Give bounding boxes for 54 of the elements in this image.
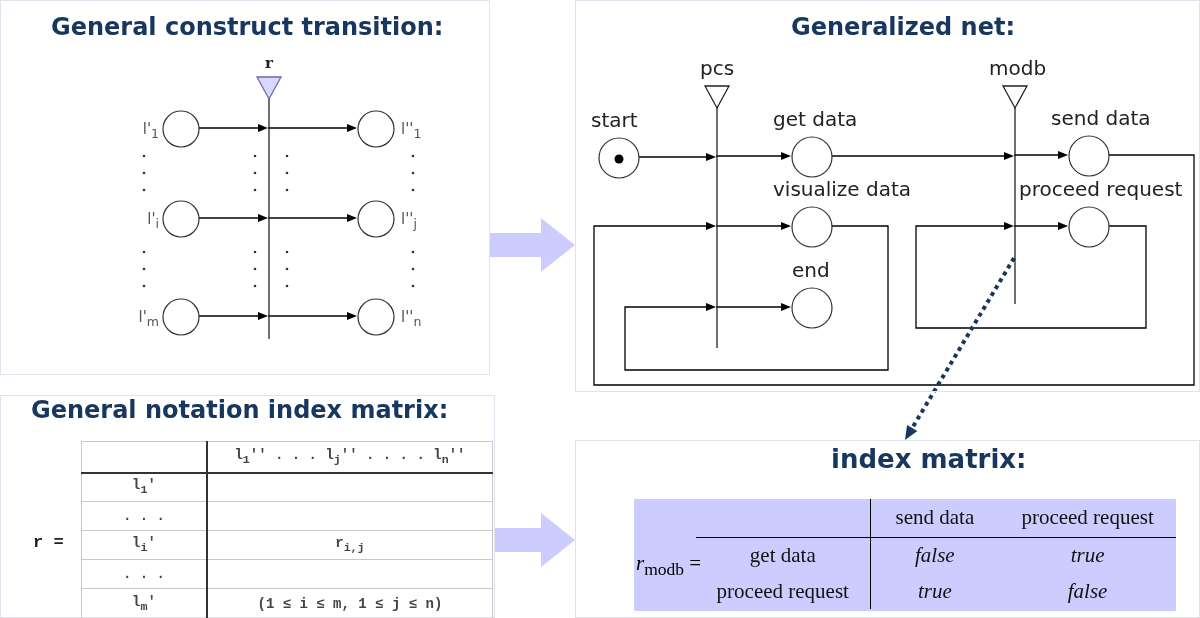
matrix-entry: false bbox=[915, 542, 955, 567]
diagram-panel bbox=[0, 395, 495, 618]
arrow bbox=[267, 312, 357, 320]
diagram-panel bbox=[0, 0, 490, 375]
arrow bbox=[715, 222, 791, 230]
place-label: end bbox=[792, 258, 830, 282]
arrow bbox=[915, 222, 1147, 329]
column-header: l$_{1}$'' . . . l$_{j}$'' . . . . l$_{n}$'' bbox=[234, 446, 466, 463]
matrix-entry: true bbox=[917, 578, 952, 603]
place-label: proceed request bbox=[1019, 177, 1183, 201]
matrix-entry: (1 ≤ i ≤ m, 1 ≤ j ≤ n) bbox=[257, 596, 443, 612]
arrow bbox=[1013, 151, 1068, 159]
place-label: l''$_{j}$ bbox=[401, 209, 417, 233]
arrow bbox=[624, 225, 889, 371]
place-label: l''$_{n}$ bbox=[401, 307, 422, 331]
place-label: visualize data bbox=[773, 177, 912, 201]
row-header: l$_{1}$' bbox=[132, 477, 156, 494]
column-header: send data bbox=[895, 505, 975, 530]
row-header: proceed request bbox=[716, 578, 849, 603]
place-label: l''$_{1}$ bbox=[401, 119, 422, 143]
matrix-symbol: r$_{modb}$ = bbox=[636, 551, 702, 581]
row-header: get data bbox=[749, 542, 816, 567]
section-heading: General notation index matrix: bbox=[31, 396, 449, 424]
arrow bbox=[715, 152, 791, 160]
matrix-entry: false bbox=[1067, 578, 1108, 603]
place-label: l'$_{1}$ bbox=[142, 119, 159, 143]
place-label: get data bbox=[773, 107, 858, 131]
arrow bbox=[267, 214, 357, 222]
column-header: proceed request bbox=[1021, 505, 1154, 530]
matrix-entry: true bbox=[1070, 542, 1105, 567]
matrix-symbol: r = bbox=[33, 533, 64, 552]
diagram-panel bbox=[575, 0, 1200, 392]
block-arrow bbox=[490, 218, 575, 272]
section-heading: index matrix: bbox=[831, 444, 1027, 474]
matrix-entry: r$_{i,j}$ bbox=[335, 535, 365, 552]
block-arrow bbox=[495, 513, 575, 567]
transition-label: r bbox=[264, 53, 274, 74]
diagram-panel bbox=[575, 440, 1200, 618]
row-header: l$_{i}$' bbox=[132, 535, 156, 552]
transition-label: pcs bbox=[698, 56, 736, 80]
place-label: start bbox=[591, 108, 638, 132]
arrow bbox=[593, 154, 1195, 386]
place-label: l'$_{i}$ bbox=[147, 209, 159, 233]
arrow bbox=[267, 124, 357, 132]
section-heading: Generalized net: bbox=[791, 13, 1016, 41]
row-header: . . . bbox=[122, 566, 165, 582]
row-header: . . . bbox=[122, 508, 165, 524]
section-heading: General construct transition: bbox=[51, 13, 444, 41]
dotted-arrow bbox=[905, 256, 1016, 440]
place-label: l'$_{m}$ bbox=[138, 307, 159, 331]
place-label: send data bbox=[1051, 106, 1151, 130]
row-header: l$_{m}$' bbox=[132, 594, 156, 611]
arrow bbox=[715, 303, 791, 311]
arrow bbox=[1013, 222, 1068, 230]
